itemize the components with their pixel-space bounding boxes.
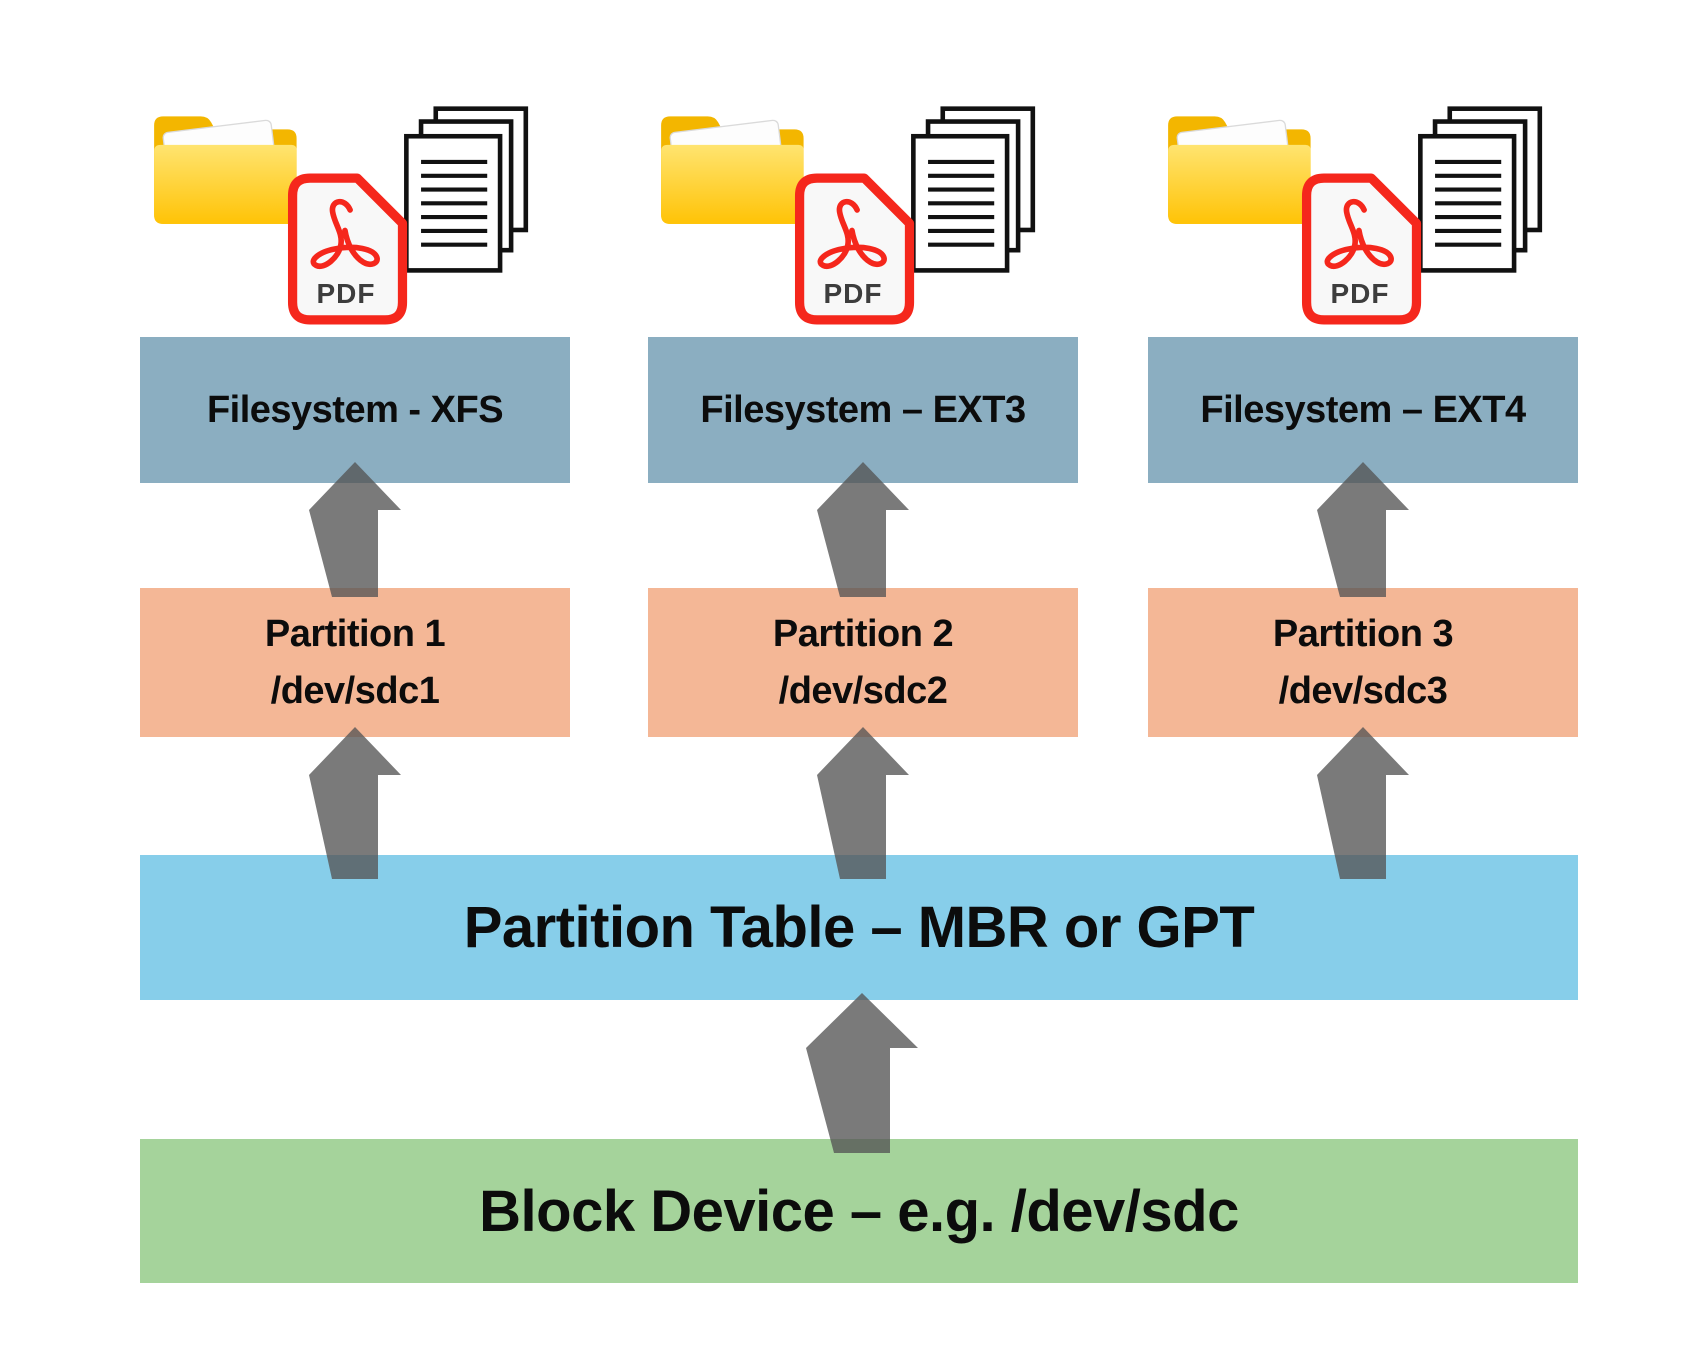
document-stack-icon [402, 105, 532, 275]
file-icons-cluster-2: PDF [652, 85, 1082, 330]
filesystem-label: Filesystem – EXT3 [700, 388, 1026, 431]
filesystem-label: Filesystem – EXT4 [1200, 388, 1526, 431]
file-icons-cluster-3: PDF [1159, 85, 1589, 330]
pdf-file-icon: PDF [790, 173, 916, 325]
filesystem-box-xfs: Filesystem - XFS [140, 337, 570, 483]
pdf-file-icon: PDF [283, 173, 409, 325]
partition-table-label: Partition Table – MBR or GPT [463, 895, 1255, 960]
partition-name: Partition 1 [264, 612, 446, 655]
partition-box-3: Partition 3 /dev/sdc3 [1148, 588, 1578, 737]
filesystem-label: Filesystem - XFS [206, 388, 504, 431]
document-stack-icon [909, 105, 1039, 275]
partition-name: Partition 3 [1272, 612, 1454, 655]
partition-device: /dev/sdc3 [1278, 669, 1448, 712]
pdf-label: PDF [1330, 278, 1390, 309]
partition-device: /dev/sdc2 [778, 669, 948, 712]
partition-table-box: Partition Table – MBR or GPT [140, 855, 1578, 1000]
pdf-file-icon: PDF [1297, 173, 1423, 325]
partition-box-1: Partition 1 /dev/sdc1 [140, 588, 570, 737]
block-device-box: Block Device – e.g. /dev/sdc [140, 1139, 1578, 1283]
pdf-label: PDF [316, 278, 376, 309]
pdf-label: PDF [823, 278, 883, 309]
block-device-label: Block Device – e.g. /dev/sdc [479, 1178, 1239, 1244]
partition-name: Partition 2 [772, 612, 954, 655]
partition-device: /dev/sdc1 [270, 669, 440, 712]
filesystem-box-ext3: Filesystem – EXT3 [648, 337, 1078, 483]
partition-box-2: Partition 2 /dev/sdc2 [648, 588, 1078, 737]
filesystem-box-ext4: Filesystem – EXT4 [1148, 337, 1578, 483]
up-arrow-device-to-table [806, 993, 918, 1153]
file-icons-cluster-1: PDF [145, 85, 575, 330]
document-stack-icon [1416, 105, 1546, 275]
